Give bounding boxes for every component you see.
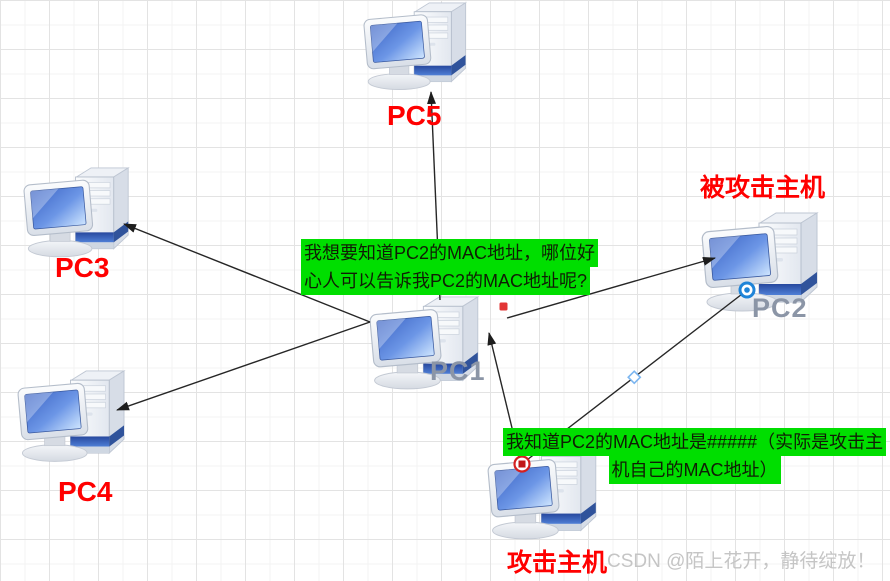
computer-icon — [362, 2, 467, 91]
node-pc3[interactable] — [22, 167, 140, 262]
arp-reply-line1: 我知道PC2的MAC地址是#####（实际是攻击主 — [503, 428, 887, 456]
label-pc5: PC5 — [387, 100, 442, 131]
arp-request-line2: 心人可以告诉我PC2的MAC地址呢? — [301, 267, 591, 295]
node-pc5[interactable] — [362, 2, 477, 95]
label-pc3: PC3 — [55, 252, 110, 283]
label-pc1: PC1 — [430, 356, 486, 386]
arp-request-line1: 我想要知道PC2的MAC地址，哪位好 — [301, 239, 599, 267]
csdn-watermark: CSDN @陌上花开，静待绽放！ — [607, 551, 876, 572]
caption-victim-host: 被攻击主机 — [700, 174, 826, 202]
red-connection-point[interactable] — [499, 302, 508, 311]
computer-icon — [23, 167, 129, 258]
arp-request-bubble[interactable]: 我想要知道PC2的MAC地址，哪位好 心人可以告诉我PC2的MAC地址呢? — [301, 239, 599, 295]
node-pc4[interactable] — [16, 370, 136, 467]
computer-icon — [17, 370, 125, 462]
arp-reply-bubble[interactable]: 我知道PC2的MAC地址是#####（实际是攻击主 机自己的MAC地址） — [503, 428, 887, 484]
connector-midpoint-diamond-handle[interactable] — [627, 370, 642, 385]
arp-reply-line2: 机自己的MAC地址） — [608, 456, 781, 484]
caption-attacker-host: 攻击主机 — [507, 549, 608, 577]
label-pc4: PC4 — [58, 476, 113, 507]
edge-pc1-to-pc4 — [116, 321, 371, 411]
label-pc2: PC2 — [752, 293, 808, 323]
